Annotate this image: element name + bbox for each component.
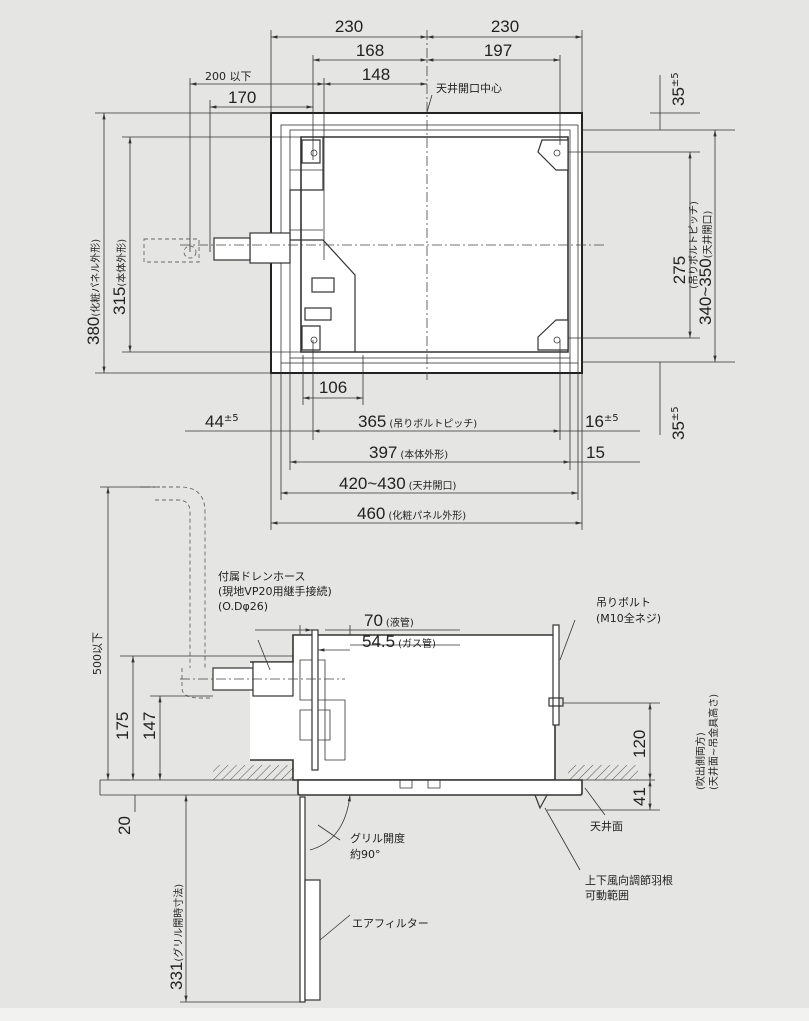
dim-120: 120 — [630, 730, 649, 758]
dim-170: 170 — [228, 88, 256, 107]
hanging-bolt-label-2: (M10全ネジ) — [596, 611, 661, 625]
dim-175: 175 — [113, 712, 132, 740]
dim-420-430: 420~430(天井開口) — [339, 474, 457, 493]
drain-hose-label: 付属ドレンホース — [218, 570, 305, 583]
louver-range-label-2: 可動範囲 — [585, 888, 629, 902]
dim-275-note: (吊りボルトピッチ) — [688, 201, 700, 289]
dim-41: 41 — [630, 787, 649, 806]
dim-15: 15 — [586, 443, 605, 462]
dim-148: 148 — [362, 65, 390, 84]
dim-500: 500以下 — [91, 632, 104, 675]
dim-106: 106 — [319, 378, 347, 397]
dim-230-right: 230 — [491, 17, 519, 36]
dim-331: 331(グリル開時寸法) — [167, 884, 186, 990]
bottom-strip — [0, 1008, 809, 1021]
drain-hose-label-2: (現地VP20用継手接続) — [218, 584, 332, 598]
side-view — [99, 486, 660, 1003]
dim-315: 315(本体外形) — [110, 239, 129, 315]
dim-275: 275 — [670, 256, 689, 284]
grille-opening-angle: 約90° — [350, 847, 381, 861]
top-view — [95, 30, 735, 530]
ceiling-opening-center-label: 天井開口中心 — [436, 81, 502, 95]
ceiling-surface-label: 天井面 — [590, 819, 623, 833]
dim-70: 70(液管) — [364, 611, 414, 630]
dim-54-5: 54.5(ガス管) — [362, 632, 436, 651]
louver-range-label: 上下風向調節羽根 — [585, 873, 673, 887]
dim-230-left: 230 — [335, 17, 363, 36]
dim-35-bottom: 35±5 — [669, 406, 688, 440]
dim-380: 380(化粧パネル外形) — [84, 239, 103, 345]
dim-44: 44±5 — [205, 412, 239, 431]
dim-397: 397(本体外形) — [369, 443, 448, 462]
dim-168: 168 — [356, 41, 384, 60]
hanging-bolt-label: 吊りボルト — [596, 596, 651, 609]
dim-200: 200 以下 — [205, 70, 252, 83]
dim-197: 197 — [484, 41, 512, 60]
dim-120-note-2: (天井面~吊金具高さ) — [707, 694, 720, 790]
air-filter-label: エアフィルター — [352, 917, 429, 930]
dim-16: 16±5 — [585, 412, 619, 431]
dim-340-350: 340~350(天井開口) — [696, 210, 715, 325]
dim-460: 460(化粧パネル外形) — [357, 504, 466, 523]
grille-opening-label: グリル開度 — [350, 831, 405, 845]
dim-20: 20 — [115, 816, 134, 835]
dim-147: 147 — [140, 712, 159, 740]
drain-hose-label-3: (O.Dφ26) — [218, 600, 268, 613]
dim-35-top: 35±5 — [669, 72, 688, 106]
dim-120-note: (吹出側両方) — [694, 732, 707, 790]
dim-365: 365(吊りボルトピッチ) — [358, 412, 477, 431]
